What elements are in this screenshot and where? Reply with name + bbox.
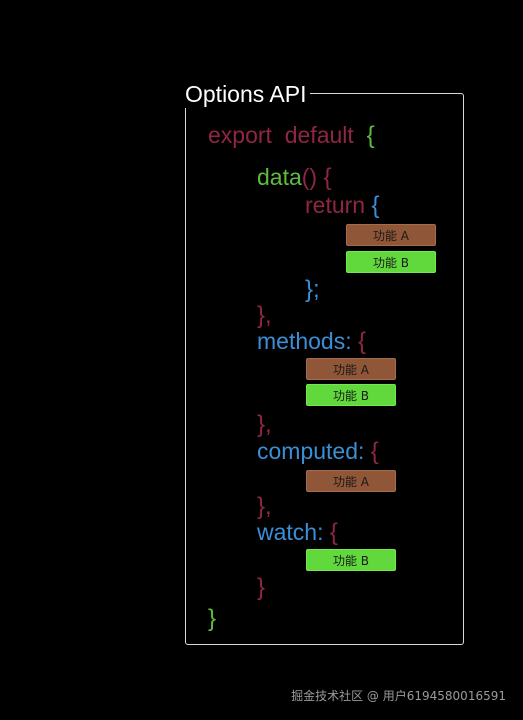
computed-line: computed: { [257,437,379,466]
data-feature-a: 功能 A [346,224,436,246]
return-close-line: }; [305,275,320,304]
return-open-brace: { [371,192,380,219]
methods-key: methods [257,328,346,354]
watch-colon: : [317,519,324,545]
methods-line: methods: { [257,327,366,356]
data-close-line: }, [257,301,272,330]
data-close-brace: }, [257,302,272,329]
data-function-name: data [257,164,302,190]
data-parens: () [301,164,318,190]
computed-open-brace: { [370,438,379,465]
data-line: data() { [257,163,332,192]
computed-close-brace: }, [257,493,272,520]
default-keyword: default [284,122,354,148]
computed-feature-a: 功能 A [306,470,396,492]
watch-feature-b: 功能 B [306,549,396,571]
export-open-brace: { [366,122,375,149]
computed-colon: : [358,438,365,464]
data-feature-b: 功能 B [346,251,436,273]
methods-close-brace: }, [257,411,272,438]
data-open-brace: { [323,164,332,191]
watch-open-brace: { [329,519,338,546]
export-close-brace: } [208,605,217,632]
options-api-frame [185,93,464,645]
watermark: 掘金技术社区 @ 用户6194580016591 [291,689,506,703]
return-close-brace: }; [305,276,320,303]
computed-close-line: }, [257,492,272,521]
export-close-line: } [208,604,216,633]
methods-feature-b: 功能 B [306,384,396,406]
methods-close-line: }, [257,410,272,439]
methods-feature-a: 功能 A [306,358,396,380]
watch-line: watch: { [257,518,338,547]
methods-colon: : [345,328,352,354]
computed-key: computed [257,438,359,464]
return-keyword: return [305,192,366,218]
export-default-line: export default { [208,121,375,150]
watch-close-line: } [257,573,265,602]
watch-close-brace: } [257,574,266,601]
export-keyword: export [208,122,272,148]
methods-open-brace: { [358,328,367,355]
return-line: return { [305,191,380,220]
watch-key: watch [257,519,318,545]
frame-title: Options API [185,80,311,108]
